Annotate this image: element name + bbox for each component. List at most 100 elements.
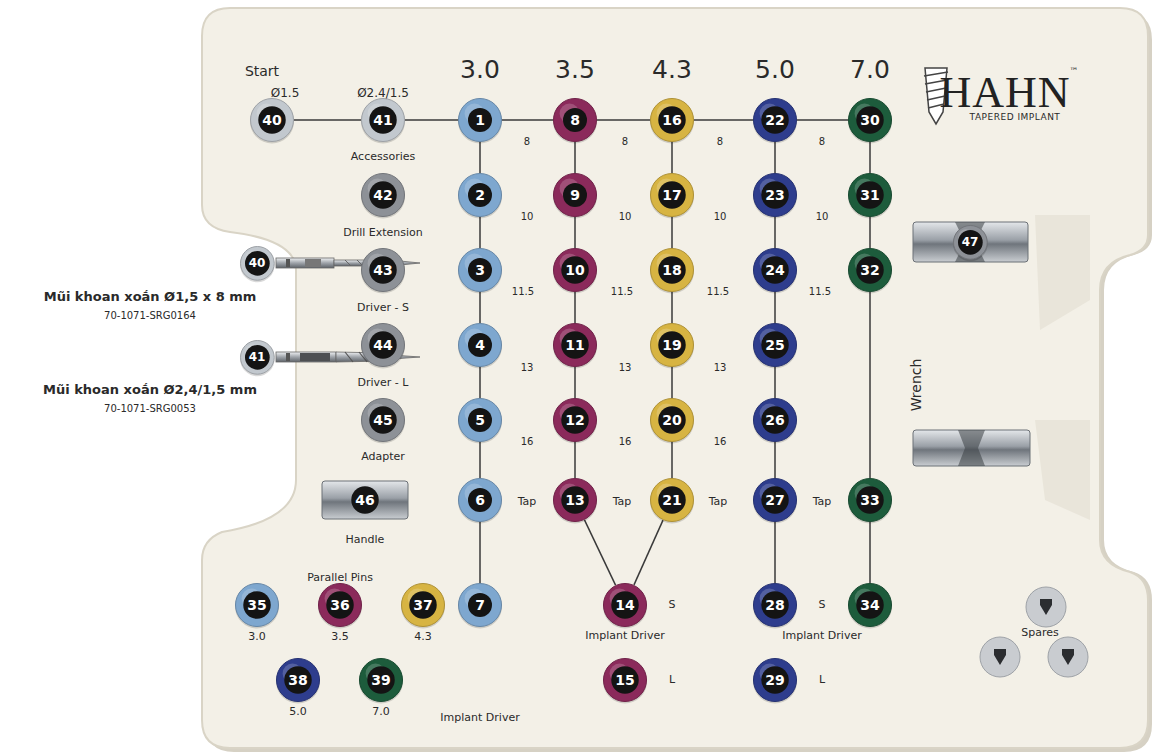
slot-connector <box>574 367 576 398</box>
slot-number: 4 <box>475 338 485 352</box>
slot-number: 5 <box>475 413 485 427</box>
tray-label: L <box>669 674 675 686</box>
tray-label: 11.5 <box>809 286 831 297</box>
slot-connector <box>634 520 663 585</box>
slot-connector <box>671 217 673 248</box>
instrument-slot: 22 <box>753 98 797 142</box>
tray-label: Tap <box>813 496 832 508</box>
slot-number: 13 <box>565 493 584 507</box>
slot-number: 17 <box>662 188 681 202</box>
instrument-slot: 2 <box>458 173 502 217</box>
instrument-slot: 40 <box>240 246 275 281</box>
slot-number: 23 <box>765 188 784 202</box>
tray-label: 5.0 <box>755 56 795 84</box>
tray-label: 4.3 <box>652 56 692 84</box>
instrument-slot: 35 <box>235 583 279 627</box>
slot-number: 25 <box>765 338 784 352</box>
tray-label: 13 <box>521 362 534 373</box>
tray-label: 10 <box>816 211 829 222</box>
spare-slot <box>980 587 1088 677</box>
instrument-slot: 23 <box>753 173 797 217</box>
handle-slot: 46 <box>322 481 408 519</box>
tray-label: 11.5 <box>707 286 729 297</box>
tray-label: S <box>819 599 826 611</box>
slot-number: 6 <box>475 493 485 507</box>
instrument-slot: 43 <box>361 248 405 292</box>
slot-number: 1 <box>475 113 485 127</box>
tray-label: Start <box>245 64 279 79</box>
tray-label: Driver - L <box>358 377 409 389</box>
slot-number: 38 <box>288 673 307 687</box>
instrument-slot: 25 <box>753 323 797 367</box>
tray-label: 3.5 <box>331 631 349 643</box>
instrument-slot: 13 <box>553 478 597 522</box>
instrument-slot: 4 <box>458 323 502 367</box>
part-caption: Mũi khoan xoắn Ø2,4/1,5 mm <box>43 383 257 397</box>
slot-number: 41 <box>249 351 266 363</box>
instrument-slot: 15 <box>603 658 647 702</box>
brand-name: HAHN <box>939 69 1070 117</box>
slot-number: 44 <box>373 338 392 352</box>
slot-connector <box>597 119 650 121</box>
slot-number: 19 <box>662 338 681 352</box>
instrument-slot: 39 <box>359 658 403 702</box>
slot-number: 12 <box>565 413 584 427</box>
instrument-slot: 32 <box>848 248 892 292</box>
instrument-slot: 17 <box>650 173 694 217</box>
slot-connector <box>405 119 458 121</box>
instrument-slot: 11 <box>553 323 597 367</box>
slot-connector <box>584 520 615 585</box>
instrument-slot: 47 <box>953 225 988 260</box>
slot-connector <box>774 367 776 398</box>
tray-label: Ø2.4/1.5 <box>357 87 409 100</box>
instrument-slot: 20 <box>650 398 694 442</box>
tray-label: Tap <box>709 496 728 508</box>
tray-label: 3.0 <box>248 631 266 643</box>
instrument-slot: 34 <box>848 583 892 627</box>
slot-connector <box>774 522 776 583</box>
slot-connector <box>869 217 871 248</box>
part-caption: Mũi khoan xoắn Ø1,5 x 8 mm <box>44 290 257 304</box>
slot-number: 10 <box>565 263 584 277</box>
instrument-slot: 12 <box>553 398 597 442</box>
tray-label: 16 <box>714 436 727 447</box>
slot-number: 7 <box>475 598 485 612</box>
instrument-slot: 14 <box>603 583 647 627</box>
slot-connector <box>671 292 673 323</box>
slot-number: 36 <box>330 598 349 612</box>
instrument-slot: 16 <box>650 98 694 142</box>
slot-number: 30 <box>860 113 879 127</box>
slot-number: 45 <box>373 413 392 427</box>
slot-number: 2 <box>475 188 485 202</box>
slot-number: 35 <box>247 598 266 612</box>
slot-connector <box>479 142 481 173</box>
slot-connector <box>774 217 776 248</box>
tray-label: Tap <box>518 496 537 508</box>
slot-number: 8 <box>570 113 580 127</box>
tray-label: L <box>819 674 825 686</box>
slot-connector <box>479 522 481 583</box>
instrument-slot: 9 <box>553 173 597 217</box>
tray-label: Drill Extension <box>343 227 423 239</box>
instrument-slot: 8 <box>553 98 597 142</box>
slot-connector <box>774 442 776 478</box>
instrument-slot: 10 <box>553 248 597 292</box>
tray-label: 10 <box>714 211 727 222</box>
slot-connector <box>797 119 848 121</box>
instrument-slot: 40 <box>250 98 294 142</box>
slot-number: 31 <box>860 188 879 202</box>
slot-connector <box>479 217 481 248</box>
tray-label: 16 <box>521 436 534 447</box>
tray-label: 16 <box>619 436 632 447</box>
tray-label: Tap <box>613 496 632 508</box>
instrument-slot: 19 <box>650 323 694 367</box>
instrument-slot: 30 <box>848 98 892 142</box>
instrument-slot: 1 <box>458 98 502 142</box>
slot-connector <box>502 119 553 121</box>
slot-number: 18 <box>662 263 681 277</box>
slot-number: 21 <box>662 493 681 507</box>
slot-number: 40 <box>249 257 266 269</box>
tray-label: S <box>669 599 676 611</box>
tray-label: ™ <box>1070 67 1079 77</box>
